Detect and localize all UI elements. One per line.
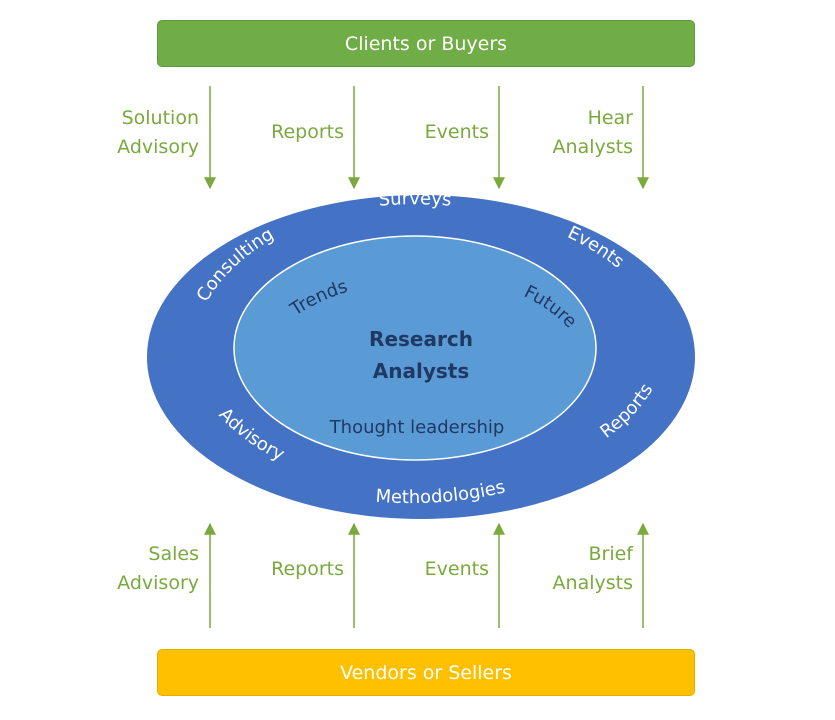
inner-label-thought-leadership: Thought leadership <box>329 417 505 438</box>
flow-label-hear-analysts: Hear Analysts <box>552 107 633 158</box>
clients-or-buyers-bar: Clients or Buyers <box>157 20 695 67</box>
flow-label-events-top: Events <box>424 121 489 143</box>
center-title-line-2: Analysts <box>373 359 469 383</box>
ring-label-surveys: Surveys <box>378 188 452 211</box>
vendors-or-sellers-bar: Vendors or Sellers <box>157 649 695 696</box>
center-title-line-1: Research <box>369 327 473 351</box>
flow-label-brief-analysts: Brief Analysts <box>552 543 633 594</box>
vendors-or-sellers-label: Vendors or Sellers <box>340 661 512 684</box>
inner-ellipse <box>233 235 597 461</box>
flow-label-sales-advisory: Sales Advisory <box>117 543 199 594</box>
flow-label-events-bottom: Events <box>424 558 489 580</box>
clients-or-buyers-label: Clients or Buyers <box>344 32 508 55</box>
flow-label-reports-top: Reports <box>271 121 344 143</box>
flow-label-solution-advisory: Solution Advisory <box>117 107 199 158</box>
flow-label-reports-bottom: Reports <box>271 558 344 580</box>
